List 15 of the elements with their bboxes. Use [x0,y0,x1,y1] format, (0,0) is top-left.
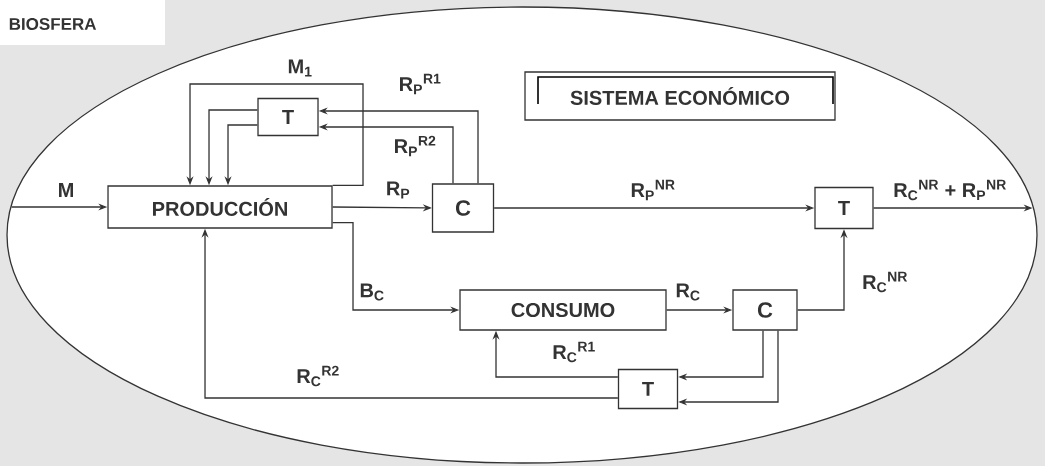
process-box: C [732,289,798,331]
edge-label: R$_{C}$R1 [551,340,597,364]
process-box: T [814,186,874,230]
process-box: PRODUCCIÓN [107,185,333,229]
process-box: T [257,97,319,137]
area-label: BIOSFERA [0,0,165,45]
edge-label: R$_{C}$NR [861,270,909,294]
process-box: C [431,183,495,233]
edge-label: R$_{C}$ [674,282,702,302]
process-box: T [617,368,679,410]
edge-label: B$_{C}$ [358,282,386,302]
edge-label: R$_{C}$R2 [295,364,341,388]
edge-label: R$_{C}$$^{NR}$ + R$_{P}$NR [892,178,1008,202]
process-box: CONSUMO [459,289,667,331]
title-box: SISTEMA ECONÓMICO [524,71,836,121]
